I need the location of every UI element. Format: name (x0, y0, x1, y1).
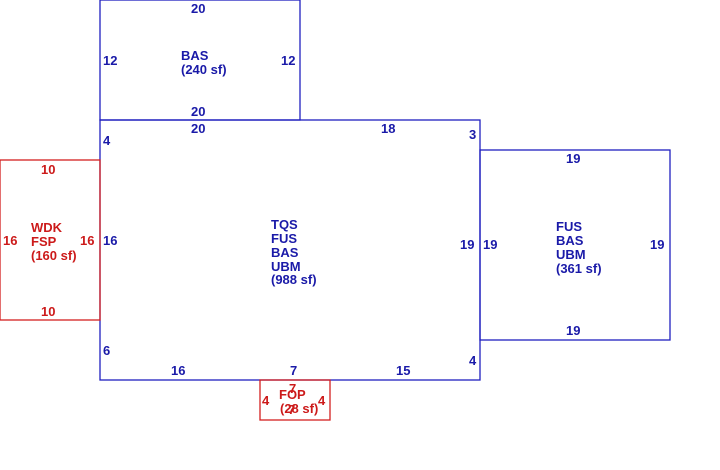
room-fop (259, 379, 331, 421)
main-dim-left-mid: 16 (103, 233, 117, 248)
main-dim-top-left: 20 (191, 121, 205, 136)
fop-label: FOP (279, 387, 306, 402)
fop-dim-right: 4 (318, 393, 326, 408)
wdk-dim-right: 16 (80, 233, 94, 248)
main-dim-notch-top: 3 (469, 127, 476, 142)
fus-right-label-line2: BAS (556, 233, 584, 248)
wdk-label-line1: WDK (31, 220, 63, 235)
main-dim-bottom-left: 16 (171, 363, 185, 378)
fus-right-dim-bottom: 19 (566, 323, 580, 338)
main-dim-left-upper: 4 (103, 133, 111, 148)
fus-right-label-line1: FUS (556, 219, 582, 234)
main-label-line2: FUS (271, 231, 297, 246)
main-dim-right: 19 (460, 237, 474, 252)
main-dim-left-lower: 6 (103, 343, 110, 358)
main-label-line1: TQS (271, 217, 298, 232)
bas-top-label: BAS (181, 48, 209, 63)
fus-right-dim-left: 19 (483, 237, 497, 252)
fus-right-area: (361 sf) (556, 261, 602, 276)
fop-dim-bottom: 7 (288, 402, 295, 417)
fus-right-dim-top: 19 (566, 151, 580, 166)
main-dim-right-lower: 4 (469, 353, 477, 368)
main-dim-bottom-right: 15 (396, 363, 410, 378)
main-area: (988 sf) (271, 272, 317, 287)
wdk-dim-bottom: 10 (41, 304, 55, 319)
fop-dim-left: 4 (262, 393, 270, 408)
room-fus-right (479, 149, 671, 341)
bas-top-area: (240 sf) (181, 62, 227, 77)
bas-top-dim-top: 20 (191, 1, 205, 16)
main-dim-top-right: 18 (381, 121, 395, 136)
main-dim-bottom-mid: 7 (290, 363, 297, 378)
wdk-label-line2: FSP (31, 234, 57, 249)
fop-area: (28 sf) (280, 401, 318, 416)
main-label-line3: BAS (271, 245, 299, 260)
bas-top-dim-right: 12 (281, 53, 295, 68)
wdk-area: (160 sf) (31, 248, 77, 263)
fop-dim-top: 7 (289, 381, 296, 396)
main-label-line4: UBM (271, 259, 301, 274)
fus-right-label-line3: UBM (556, 247, 586, 262)
bas-top-dim-left: 12 (103, 53, 117, 68)
bas-top-dim-bottom: 20 (191, 104, 205, 119)
fus-right-dim-right: 19 (650, 237, 664, 252)
wdk-dim-left: 16 (3, 233, 17, 248)
wdk-dim-top: 10 (41, 162, 55, 177)
room-wdk (0, 159, 101, 321)
